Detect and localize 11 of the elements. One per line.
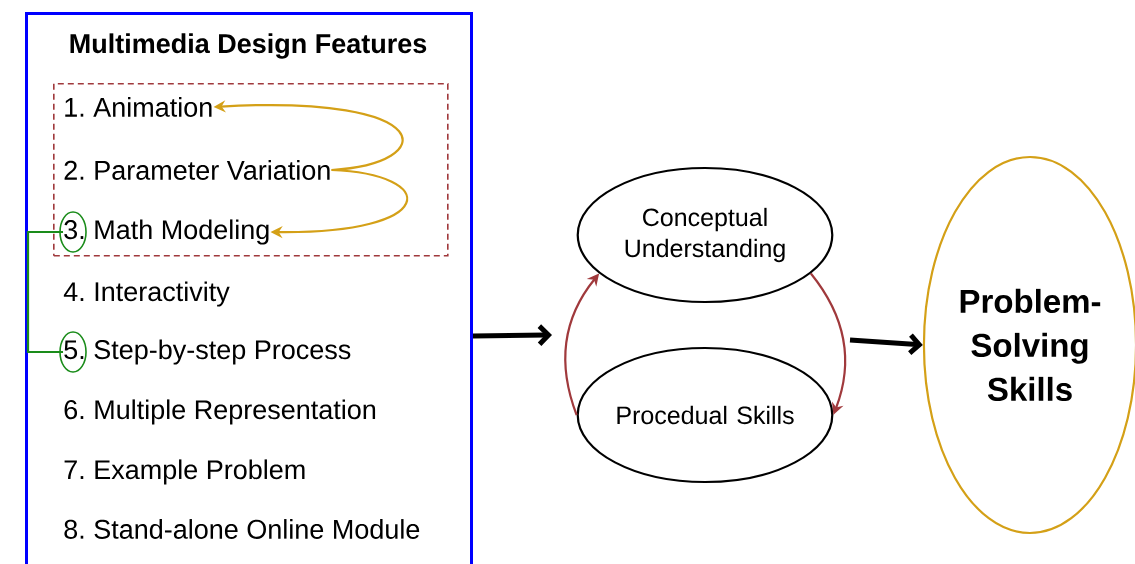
feature-item: 6. Multiple Representation (64, 399, 376, 425)
feature-item: 4. Interactivity (63, 281, 230, 307)
dashed-box (53, 83, 449, 257)
feature-item: 5. Step-by-step Process (64, 339, 351, 365)
feature-item: 8. Stand-alone Online Module (64, 519, 420, 539)
feature-item: 2. Parameter Variation (64, 160, 330, 180)
feature-item: 3. Math Modeling (64, 219, 269, 245)
arrow (472, 324, 552, 346)
arrow (849, 333, 923, 355)
feature-item: 7. Example Problem (64, 459, 305, 485)
feature-item: 1. Animation (65, 97, 212, 117)
